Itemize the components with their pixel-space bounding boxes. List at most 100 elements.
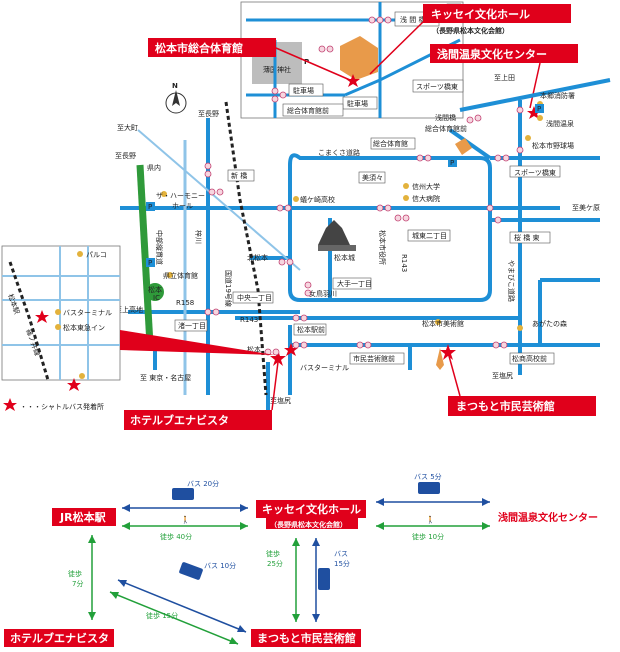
svg-text:ホール: ホール: [172, 202, 193, 210]
main-map: N: [115, 73, 611, 410]
ic-icon: [146, 283, 164, 301]
svg-text:やまびこ道路: やまびこ道路: [507, 260, 516, 302]
svg-text:松本: 松本: [148, 285, 162, 294]
jr-line: [224, 101, 268, 396]
svg-text:スポーツ橋東: スポーツ橋東: [514, 168, 556, 177]
bus-icon-4: [318, 568, 330, 590]
svg-text:松本市役所: 松本市役所: [378, 230, 387, 265]
gym-title: 松本市総合体育館: [155, 41, 243, 55]
kenritsu-dot: [167, 272, 173, 278]
asama-route-label: 浅間温泉文化センター: [498, 511, 598, 524]
legend-text: ・・・シャトルバス発着所: [20, 402, 104, 411]
svg-text:P: P: [537, 105, 541, 113]
svg-text:（長野県松本文化会館）: （長野県松本文化会館）: [270, 520, 347, 529]
callout-gym: 松本市総合体育館: [148, 38, 351, 81]
svg-text:まつもと市民芸術館: まつもと市民芸術館: [257, 631, 356, 645]
svg-text:徒歩: 徒歩: [68, 569, 82, 578]
parking-label-2: 駐車場: [347, 99, 368, 108]
svg-text:至塩尻: 至塩尻: [270, 396, 291, 405]
svg-text:県内: 県内: [147, 163, 161, 172]
callout-hotel: ホテルブエナビスタ: [124, 361, 279, 430]
svg-text:至上田: 至上田: [494, 73, 515, 82]
svg-text:国道19号線: 国道19号線: [224, 270, 233, 307]
svg-text:ホテルブエナビスタ: ホテルブエナビスタ: [10, 631, 109, 645]
svg-text:キッセイ文化ホール: キッセイ文化ホール: [262, 502, 361, 516]
svg-text:至塩尻: 至塩尻: [492, 371, 513, 380]
svg-text:バスターミナル: バスターミナル: [63, 308, 112, 317]
svg-text:松本市美術館: 松本市美術館: [422, 319, 464, 328]
svg-text:バスターミナル: バスターミナル: [300, 363, 349, 372]
svg-text:バス 10分: バス 10分: [204, 561, 236, 570]
kissei-title: キッセイ文化ホール: [431, 7, 530, 21]
svg-text:ザ・ハーモニー: ザ・ハーモニー: [156, 192, 205, 200]
museum-star-icon: [440, 344, 456, 360]
svg-text:パルコ: パルコ: [86, 251, 107, 259]
north-arrow-icon: N: [165, 82, 187, 114]
svg-text:美須々: 美須々: [362, 173, 383, 182]
svg-text:IC: IC: [153, 294, 160, 302]
svg-text:松商高校前: 松商高校前: [512, 354, 547, 363]
svg-text:桜 橋 東: 桜 橋 東: [514, 233, 539, 242]
museum-box: [251, 629, 361, 647]
asama-title: 浅間温泉文化センター: [437, 47, 547, 61]
svg-text:浅間温泉: 浅間温泉: [546, 119, 574, 128]
svg-text:梓川: 梓川: [194, 230, 203, 244]
walk-icon-1: 🚶: [181, 515, 190, 524]
svg-text:P: P: [450, 159, 454, 167]
svg-text:中部縦貫道: 中部縦貫道: [155, 230, 164, 265]
parking-label-1: 駐車場: [293, 86, 314, 95]
svg-text:渚一丁目: 渚一丁目: [178, 321, 206, 330]
svg-text:7分: 7分: [72, 579, 83, 588]
bus-icon-2: [418, 482, 440, 494]
svg-text:徒歩 15分: 徒歩 15分: [146, 611, 178, 620]
hotel-star-icon: [270, 350, 286, 366]
callout-museum: まつもと市民芸術館: [448, 355, 596, 416]
hospital-dot: [403, 195, 409, 201]
svg-text:N: N: [172, 82, 178, 90]
svg-text:R143: R143: [240, 316, 258, 324]
shrine-label: 薄国神社: [263, 65, 291, 74]
gym-building: [340, 36, 378, 80]
svg-text:総合体育館前: 総合体育館前: [425, 124, 467, 133]
castle-icon: [318, 220, 356, 251]
onsen-dot: [537, 115, 543, 121]
route-diagram: JR松本駅 キッセイ文化ホール （長野県松本文化会館） 浅間温泉文化センター ホ…: [4, 472, 598, 647]
svg-text:浅間橋: 浅間橋: [435, 113, 456, 122]
svg-text:P: P: [148, 203, 152, 211]
svg-text:松本東急イン: 松本東急イン: [63, 323, 105, 332]
svg-text:バス 20分: バス 20分: [187, 479, 219, 488]
museum-title: まつもと市民芸術館: [456, 399, 555, 413]
svg-text:P: P: [148, 259, 152, 267]
svg-text:バス: バス: [334, 550, 348, 558]
gym-front-label: 総合体育館前: [287, 106, 329, 115]
left-inset: パルコ バスターミナル 松本東急イン 松本駅 篠ノ井線: [1, 245, 121, 391]
svg-text:R158: R158: [176, 299, 194, 307]
castle-label: 松本城: [334, 253, 355, 262]
svg-text:県立体育館: 県立体育館: [163, 271, 198, 280]
agata-dot: [517, 325, 523, 331]
svg-text:徒歩 10分: 徒歩 10分: [412, 532, 444, 541]
svg-text:至長野: 至長野: [198, 110, 219, 118]
jr-box: [52, 508, 116, 526]
svg-text:新 橋: 新 橋: [231, 171, 247, 180]
svg-text:至長野: 至長野: [115, 152, 136, 160]
hotel-title: ホテルブエナビスタ: [130, 413, 229, 427]
callout-kissei: キッセイ文化ホール （長野県松本文化会館）: [369, 4, 571, 75]
svg-text:徒歩 40分: 徒歩 40分: [160, 532, 192, 541]
svg-text:バス 5分: バス 5分: [414, 472, 442, 481]
sports-bridge-label: スポーツ橋東: [416, 82, 458, 91]
svg-text:信大病院: 信大病院: [412, 194, 440, 203]
svg-text:至上高地: 至上高地: [115, 305, 143, 314]
svg-text:至 東京・名古屋: 至 東京・名古屋: [140, 373, 191, 382]
svg-text:市民芸術館前: 市民芸術館前: [353, 354, 395, 363]
svg-text:城東二丁目: 城東二丁目: [412, 231, 447, 240]
svg-text:徒歩: 徒歩: [266, 549, 280, 558]
svg-text:信州大学: 信州大学: [412, 182, 440, 191]
svg-text:本郷消防署: 本郷消防署: [540, 91, 575, 100]
svg-text:総合体育館: 総合体育館: [373, 139, 408, 148]
callout-asama: 浅間温泉文化センター: [430, 44, 578, 109]
walk-icon-2: 🚶: [426, 515, 435, 524]
svg-text:あがたの森: あがたの森: [532, 319, 567, 328]
asamabashi-label: 浅 間 橋: [400, 15, 425, 24]
